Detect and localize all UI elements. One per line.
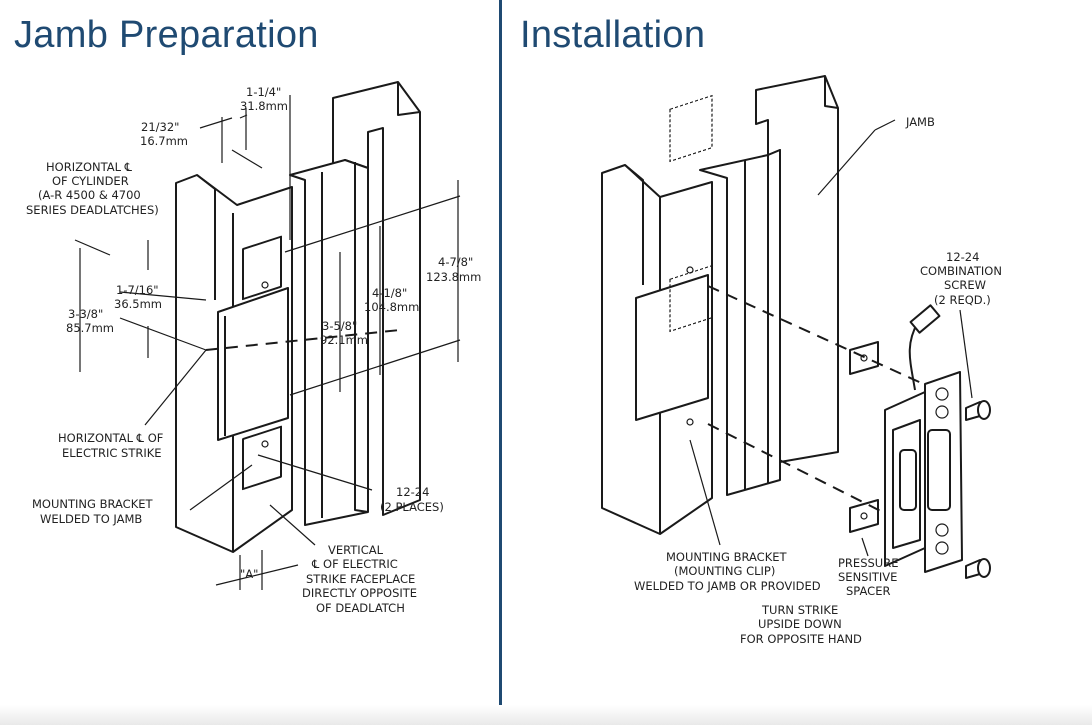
turn-line-1: TURN STRIKE <box>761 603 838 617</box>
screw-left-line-2: (2 PLACES) <box>380 500 444 514</box>
dim-1-7-16-in: 1-7/16" <box>116 283 159 297</box>
dim-3-3-8-mm: 85.7mm <box>66 321 114 335</box>
installation-title: Installation <box>520 14 706 56</box>
screw-right-line-2: COMBINATION <box>920 264 1002 278</box>
panel-divider <box>499 0 502 712</box>
dim-1-7-16-mm: 36.5mm <box>114 297 162 311</box>
turn-line-3: FOR OPPOSITE HAND <box>740 632 862 646</box>
horiz-strike-line-1: HORIZONTAL ℄ OF <box>58 431 163 445</box>
electric-strike <box>884 304 963 573</box>
dim-4-7-8-mm: 123.8mm <box>426 270 481 284</box>
left-dimension-lines <box>74 95 461 590</box>
bracket-screw-hole-top <box>261 281 269 289</box>
screw-left-line-1: 12-24 <box>396 485 429 499</box>
vertical-line-3: STRIKE FACEPLACE <box>306 572 415 586</box>
dim-21-32-mm: 16.7mm <box>140 134 188 148</box>
spacer-line-1: PRESSURE <box>838 556 898 570</box>
jamb-preparation-title: Jamb Preparation <box>14 14 319 56</box>
right-leader-lines <box>689 119 973 557</box>
bracket-hole-bottom-right <box>686 418 694 426</box>
footer-shade <box>0 705 1092 725</box>
installation-drawing: JAMB 12-24 COMBINATION SCREW (2 REQD.) M… <box>601 75 1002 646</box>
combination-screw-top <box>965 400 991 421</box>
mounting-bracket-bottom <box>242 425 282 491</box>
dim-1-1-4-in: 1-1/4" <box>246 85 281 99</box>
mounting-bracket-top-right <box>669 94 713 163</box>
left-labels: 1-1/4" 31.8mm 21/32" 16.7mm HORIZONTAL ℄… <box>26 85 481 615</box>
mounting-bracket-bottom-right <box>669 264 713 333</box>
turn-line-2: UPSIDE DOWN <box>758 617 842 631</box>
screw-right-line-3: SCREW <box>944 278 986 292</box>
dim-3-5-8-in: 3-5/8" <box>322 319 357 333</box>
vertical-line-2: ℄ OF ELECTRIC <box>311 557 398 571</box>
wire-connector <box>909 304 941 334</box>
mount-left-line-2: WELDED TO JAMB <box>40 512 142 526</box>
mount-right-line-3: WELDED TO JAMB OR PROVIDED <box>634 579 821 593</box>
mount-right-line-1: MOUNTING BRACKET <box>666 550 787 564</box>
mounting-bracket-top <box>242 235 282 301</box>
pressure-spacer-bottom <box>849 499 879 533</box>
dim-4-7-8-in: 4-7/8" <box>438 255 473 269</box>
screw-right-line-1: 12-24 <box>946 250 979 264</box>
dim-1-1-4-mm: 31.8mm <box>240 99 288 113</box>
combination-screw-bottom <box>965 558 991 579</box>
strike-cutout <box>217 287 289 441</box>
spacer-line-2: SENSITIVE <box>838 570 897 584</box>
dim-3-5-8-mm: 92.1mm <box>320 333 368 347</box>
vertical-line-1: VERTICAL <box>328 543 384 557</box>
dim-21-32-in: 21/32" <box>141 120 179 134</box>
dim-4-1-8-mm: 104.8mm <box>364 300 419 314</box>
horiz-cyl-line-2: OF CYLINDER <box>52 174 129 188</box>
horiz-cyl-line-4: SERIES DEADLATCHES) <box>26 203 159 217</box>
horiz-cyl-line-1: HORIZONTAL ℄ <box>46 160 133 174</box>
spacer-line-3: SPACER <box>846 584 890 598</box>
jamb-label: JAMB <box>905 115 935 129</box>
dim-4-1-8-in: 4-1/8" <box>372 286 407 300</box>
dim-a-label: "A" <box>240 567 258 581</box>
bracket-screw-hole-bottom <box>261 440 269 448</box>
vertical-line-5: OF DEADLATCH <box>316 601 405 615</box>
screw-right-line-4: (2 REQD.) <box>934 293 991 307</box>
strike-cutout-right <box>635 274 709 421</box>
horiz-strike-line-2: ELECTRIC STRIKE <box>62 446 162 460</box>
jamb-preparation-drawing: 1-1/4" 31.8mm 21/32" 16.7mm HORIZONTAL ℄… <box>26 81 481 615</box>
mount-right-line-2: (MOUNTING CLIP) <box>674 564 775 578</box>
vertical-line-4: DIRECTLY OPPOSITE <box>302 586 417 600</box>
jamb-web <box>289 159 369 526</box>
horiz-cyl-line-3: (A-R 4500 & 4700 <box>38 188 141 202</box>
mount-left-line-1: MOUNTING BRACKET <box>32 497 153 511</box>
dim-3-3-8-in: 3-3/8" <box>68 307 103 321</box>
right-labels: JAMB 12-24 COMBINATION SCREW (2 REQD.) M… <box>634 115 1002 646</box>
